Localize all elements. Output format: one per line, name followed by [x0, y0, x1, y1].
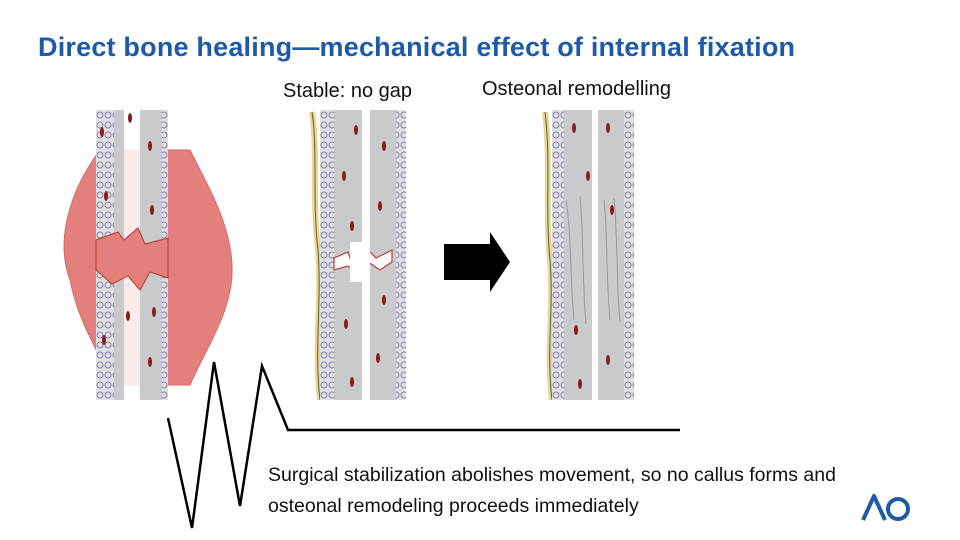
zigzag-decoration: [166, 361, 680, 529]
caption-text: Surgical stabilization abolishes movemen…: [268, 464, 836, 517]
label-stable-no-gap: Stable: no gap: [283, 80, 412, 102]
remodelling-zone: [565, 195, 621, 325]
remodelling-bone-illustration: [542, 110, 634, 401]
label-osteonal-remodelling: Osteonal remodelling: [482, 78, 671, 100]
arrow-right-icon: [444, 232, 510, 292]
slide-title: Direct bone healing—mechanical effect of…: [38, 32, 796, 62]
ao-logo-icon: [861, 494, 910, 521]
callus-bone-illustration: [63, 110, 233, 400]
stable-bone-illustration: [309, 110, 406, 401]
fracture-gap-callus: [95, 227, 169, 291]
